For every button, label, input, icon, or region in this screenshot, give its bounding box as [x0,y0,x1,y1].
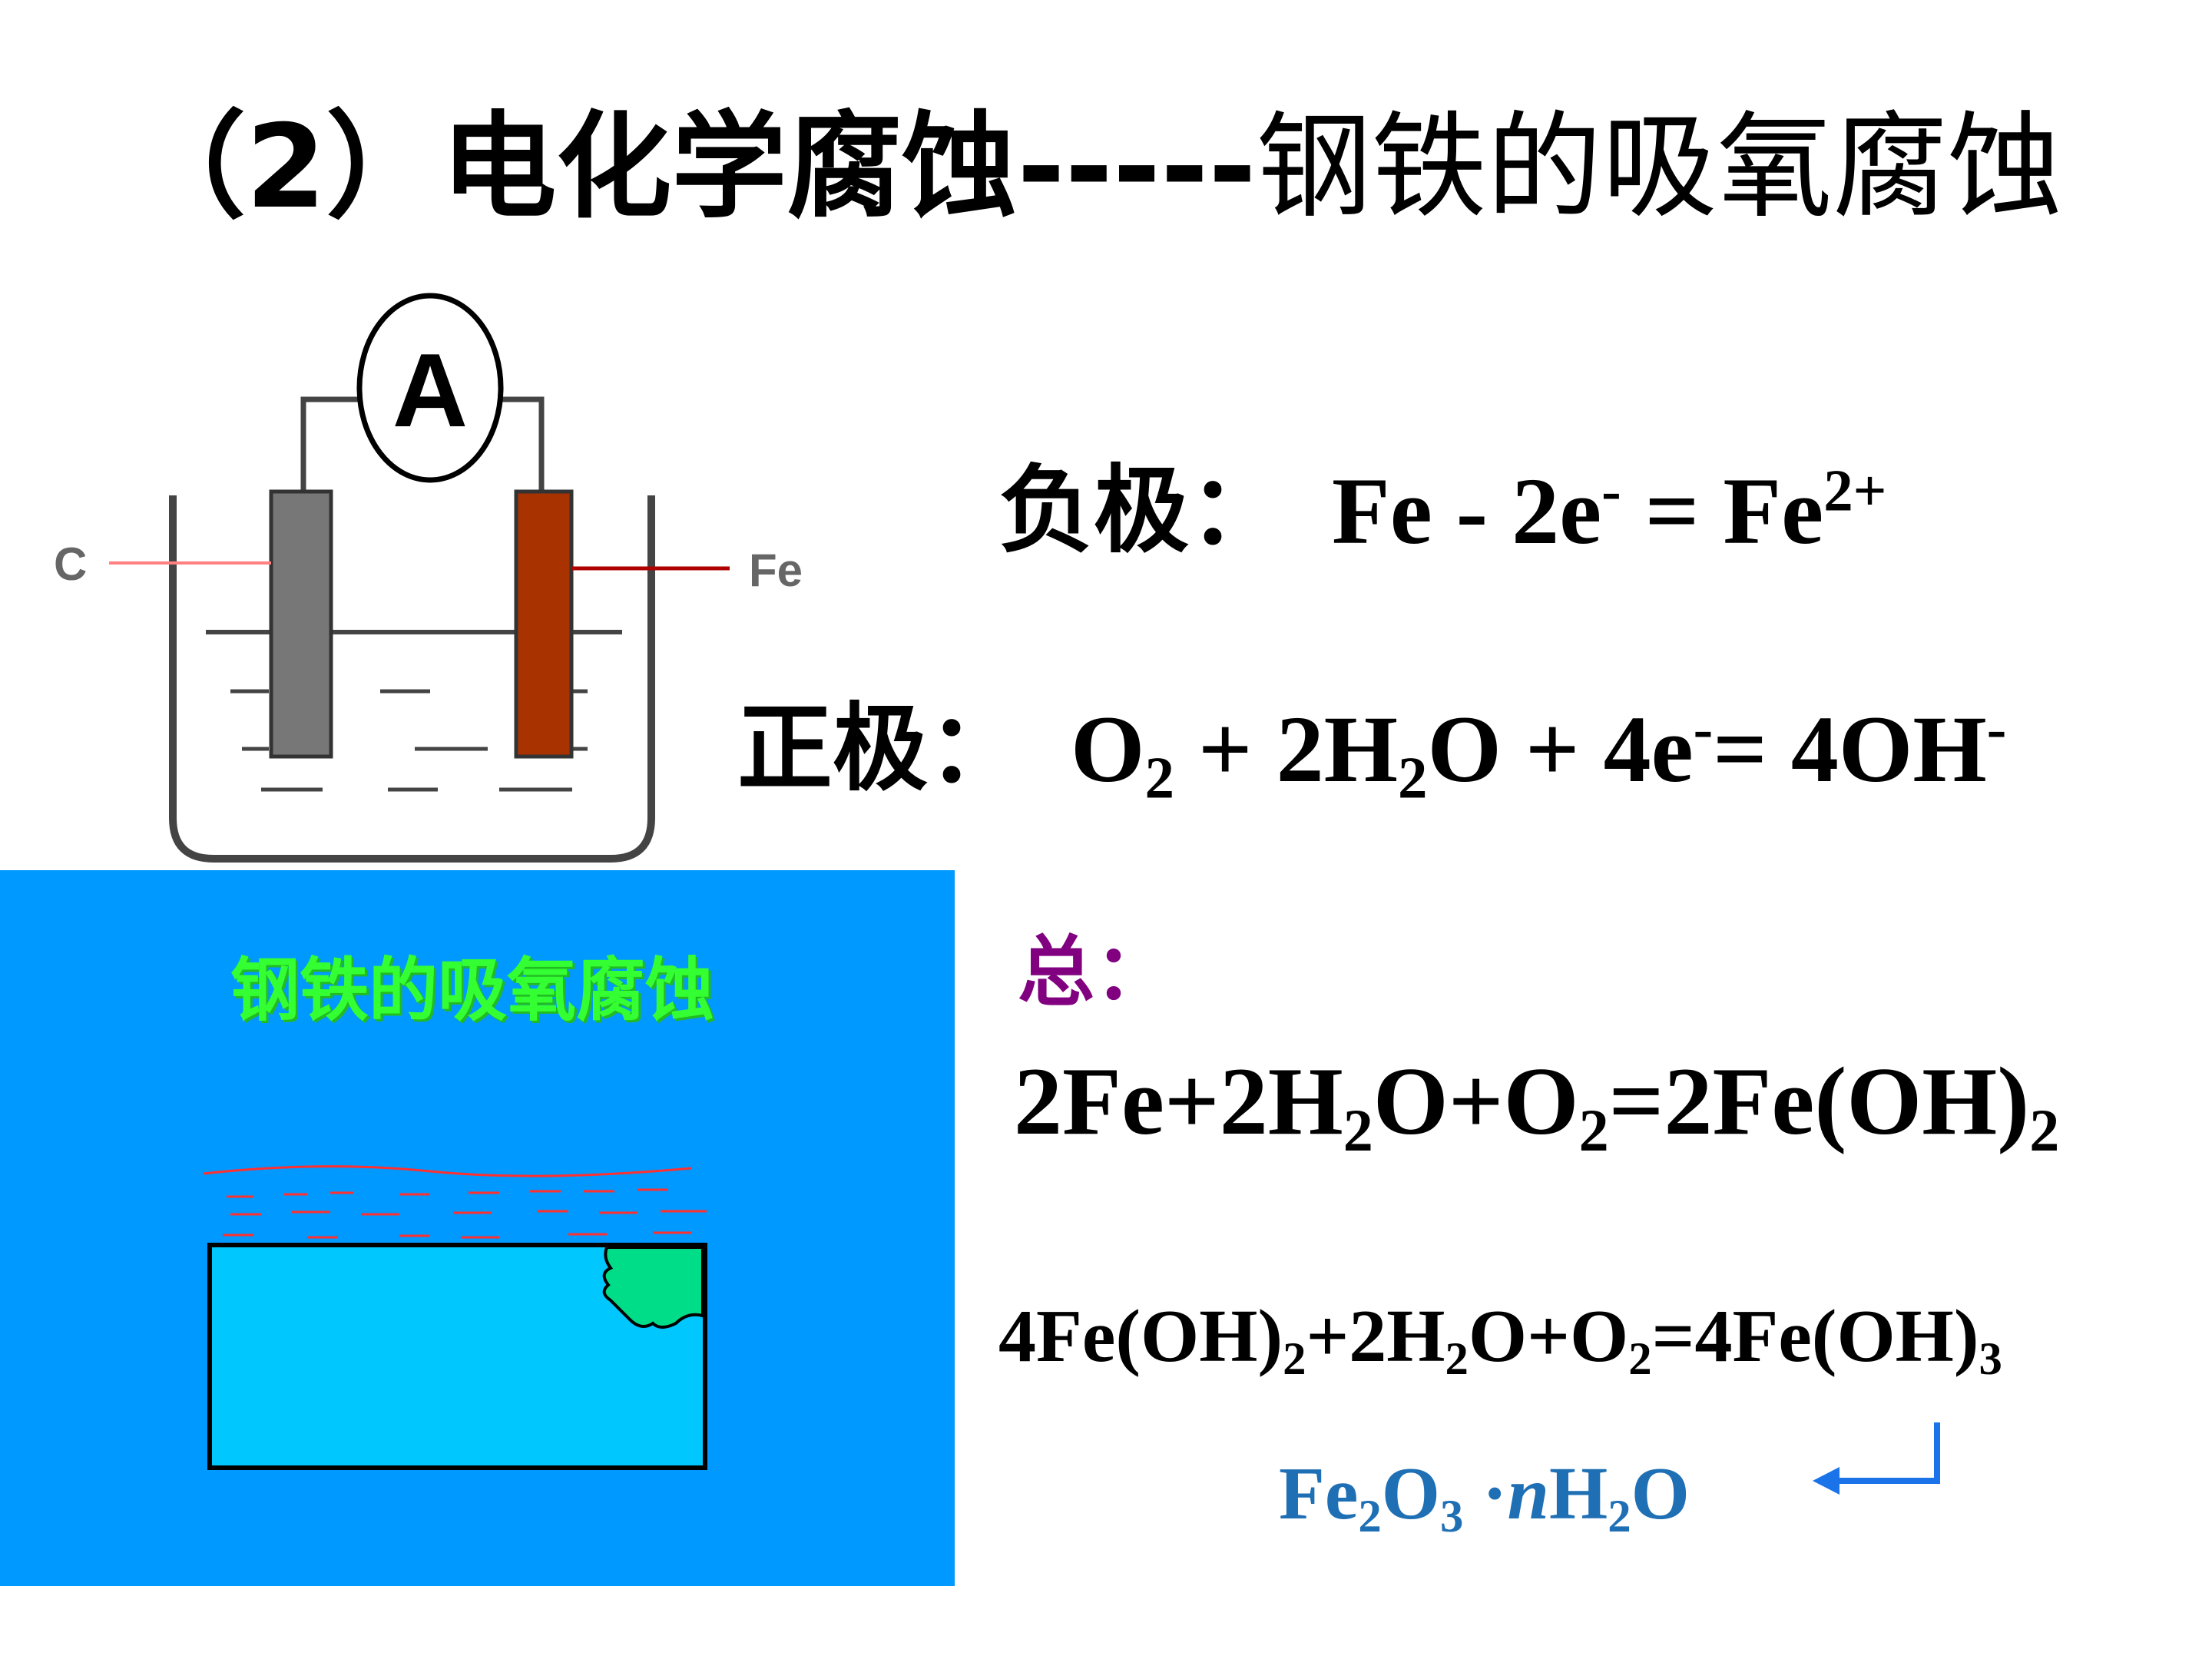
tot-s3: 2 [2029,1096,2060,1164]
tot-p3: =2Fe(OH) [1608,1048,2030,1155]
sec-p4: =4Fe(OH) [1651,1295,1979,1378]
pos-s1: 2 [1144,745,1174,811]
iron-electrode [514,489,574,759]
title-suffix: 钢铁的吸氧腐蚀 [1256,101,2063,234]
rust-p4: O [1631,1452,1690,1535]
neg-lhs-sup: - [1601,458,1621,524]
beaker [169,495,655,863]
rust-dot: · [1463,1452,1508,1535]
wire-left [300,396,367,492]
pos-p1: O [1071,697,1145,802]
neg-rhs-sup: 2+ [1823,458,1887,524]
pos-sup2: - [1986,696,2007,762]
tot-p2: O+O [1373,1048,1579,1155]
sec-s2: 2 [1445,1333,1469,1385]
pos-p4: = 4OH [1713,697,1987,802]
pos-s2: 2 [1398,745,1428,811]
water-film-lines [203,1165,707,1239]
pos-p2: + 2H [1174,697,1399,802]
label-iron: Fe [749,545,803,596]
panel-title: 钢铁的吸氧腐蚀 [230,950,714,1031]
water-dashes [230,689,588,792]
ammeter [356,293,504,483]
positive-label: 正极： [737,693,1024,804]
pos-sup1: - [1693,696,1714,762]
total-label: 总： [1018,926,1171,1017]
sec-s1: 2 [1283,1333,1306,1385]
total-equation: 2Fe+2H2O+O2=2Fe(OH)2 [1014,1033,2059,1171]
rust-p2: O [1381,1452,1440,1535]
rust-formula: Fe2O3 ·nH2O [1279,1436,1690,1551]
page-title: （2）电化学腐蚀-----钢铁的吸氧腐蚀 [131,91,2063,244]
rust-n: n [1507,1452,1550,1535]
title-prefix: （2）电化学腐蚀 [131,101,1018,234]
rust-s3: 2 [1608,1491,1631,1542]
sec-p3: O+O [1468,1295,1629,1378]
pos-p3: O + 4e [1427,697,1694,802]
corrosion-animation-illustration [203,1165,707,1470]
negative-electrode-equation: 负极： Fe - 2e- = Fe2+ [998,445,1886,576]
rust-s2: 3 [1439,1491,1464,1542]
tot-s2: 2 [1578,1096,1609,1164]
sec-p1: 4Fe(OH) [998,1295,1283,1378]
title-dashes: ----- [1017,101,1257,234]
galvanic-cell-diagram: A [109,293,730,863]
label-carbon: C [54,538,88,590]
rust-p3: H [1549,1452,1608,1535]
negative-label: 负极： [998,455,1285,566]
rust-p1: Fe [1279,1452,1359,1535]
tot-s1: 2 [1343,1096,1373,1164]
ammeter-letter: A [392,332,468,449]
rust-s1: 2 [1358,1491,1382,1542]
carbon-electrode [269,489,333,759]
neg-eq: = Fe [1621,459,1824,564]
return-arrow-icon [1813,1422,1940,1495]
rust-spot [602,1246,704,1329]
positive-electrode-equation: 正极： O2 + 2H2O + 4e-= 4OH- [737,684,2006,814]
tot-p1: 2Fe+2H [1014,1048,1343,1155]
sec-s4: 3 [1979,1333,2002,1385]
hydroxide-oxidation-equation: 4Fe(OH)2+2H2O+O2=4Fe(OH)3 [998,1279,2002,1394]
sec-s3: 2 [1628,1333,1652,1385]
sec-p2: +2H [1306,1295,1445,1378]
neg-lhs: Fe - 2e [1332,459,1602,564]
